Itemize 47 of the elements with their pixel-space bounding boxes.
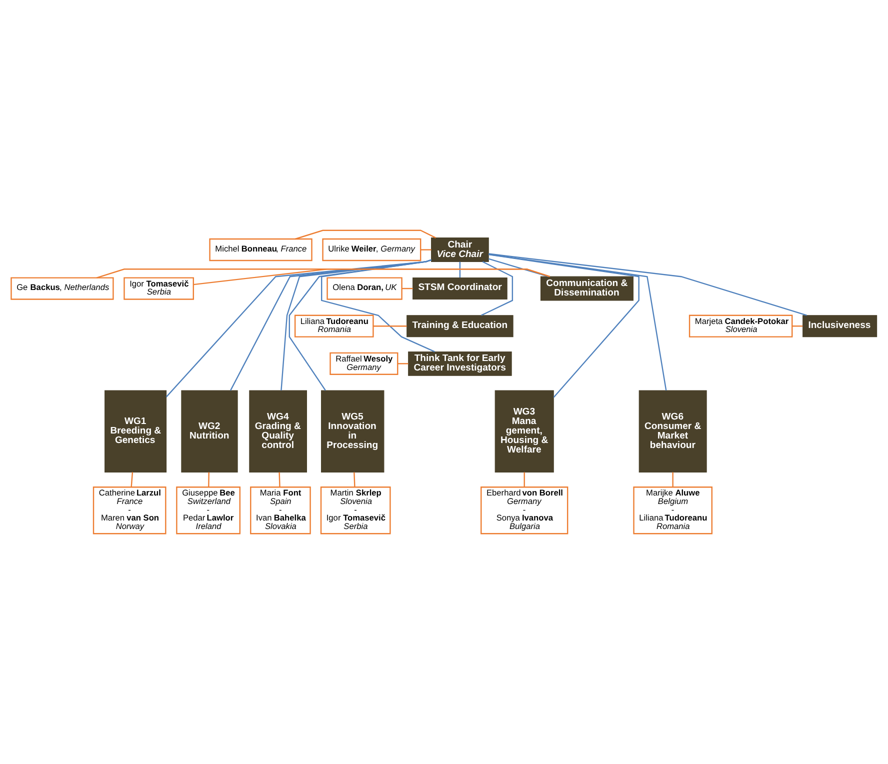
node-box: Inclusiveness	[802, 315, 878, 338]
connector	[208, 472, 210, 487]
node-box: Igor Tomasevič Serbia	[124, 277, 194, 300]
connector	[166, 259, 432, 398]
node-box: Martin Skrlep Slovenia - Igor Tomasevič Serbia	[320, 486, 391, 534]
connector	[488, 258, 549, 278]
connector	[459, 262, 461, 278]
node-box: Raffael Wesoly Germany	[330, 352, 398, 375]
node-box: WG1 Breeding & Genetics	[104, 390, 167, 472]
node-box: WG3 Mana gement, Housing & Welfare	[494, 390, 554, 472]
node-box: Communication & Dissemination	[540, 276, 634, 301]
connector	[481, 261, 514, 316]
node-box: Olena Doran, UK	[326, 277, 402, 300]
node-box: Chair Vice Chair	[431, 238, 489, 262]
connector	[402, 288, 413, 290]
connector	[373, 326, 407, 327]
node-box: Giuseppe Bee Switzerland - Pedar Lawlor Ireland	[176, 486, 240, 534]
connector	[488, 253, 807, 316]
node-box: Michel Bonneau, France	[209, 238, 312, 262]
node-box: Ulrike Weiler, Germany	[322, 238, 422, 262]
node-box: Maria Font Spain - Ivan Bahelka Slovakia	[250, 486, 311, 534]
node-box: Training & Education	[406, 315, 514, 338]
connector	[295, 230, 436, 240]
connector	[488, 254, 640, 398]
node-box: WG2 Nutrition	[181, 390, 238, 472]
node-box: Marjeta Candek-Potokar Slovenia	[688, 314, 793, 338]
connector	[130, 472, 134, 487]
connector	[672, 472, 674, 487]
connector	[354, 472, 356, 487]
node-box: Liliana Tudoreanu Romania	[294, 314, 374, 338]
connector	[398, 363, 408, 364]
connector	[278, 472, 280, 487]
node-box: Catherine Larzul France - Maren van Son Norway	[92, 486, 166, 534]
node-box: Marijke Aluwe Belgium - Liliana Tudoreanu Romania	[633, 486, 712, 534]
connector	[488, 254, 667, 391]
connector	[792, 326, 803, 327]
node-box: WG6 Consumer & Market behaviour	[638, 390, 707, 472]
node-box: Think Tank for Early Career Investigators	[408, 351, 512, 376]
connector	[524, 472, 525, 487]
node-box: WG5 Innovation in Processing	[321, 390, 384, 472]
node-box: WG4 Grading & Quality control	[249, 390, 307, 472]
node-box: Ge Backus, Netherlands	[10, 277, 114, 300]
connector	[420, 249, 432, 250]
connector	[230, 259, 432, 391]
node-box: Eberhard von Borell Germany - Sonya Ivanova Bulgaria	[480, 486, 568, 534]
connector	[193, 268, 550, 286]
node-box: STSM Coordinator	[412, 278, 508, 300]
